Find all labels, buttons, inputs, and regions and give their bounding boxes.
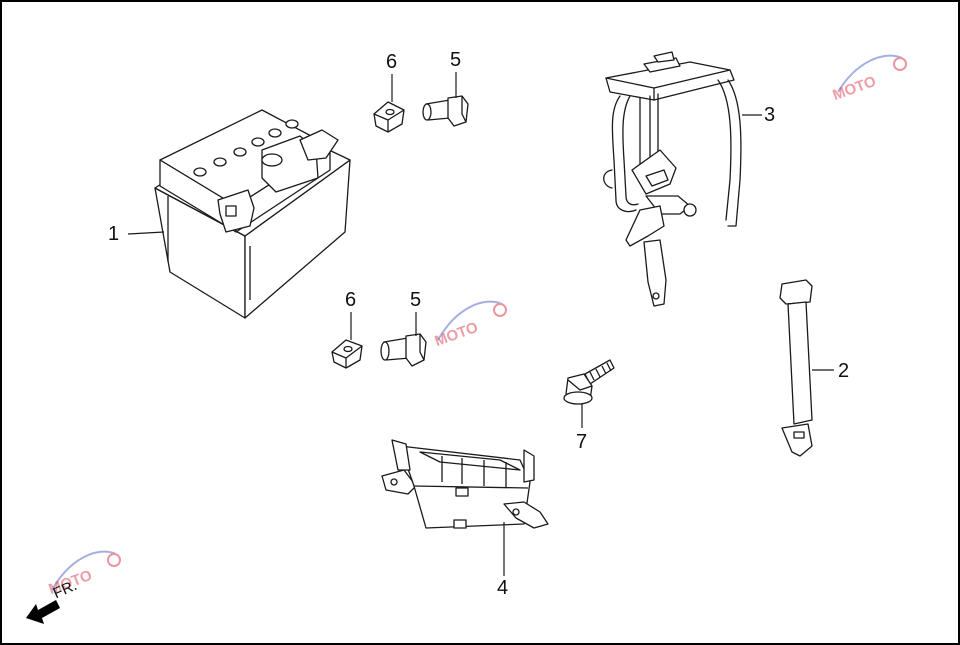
callout-6-upper: 6: [386, 51, 398, 73]
watermark-logo-2: [437, 300, 507, 341]
nut-part-lower: [331, 339, 363, 369]
callout-5-lower: 5: [410, 289, 422, 311]
bolt-part-lower: [380, 333, 427, 367]
callout-1: 1: [108, 223, 120, 245]
callout-3: 3: [764, 104, 776, 126]
front-direction-arrow-icon: [26, 600, 60, 624]
callout-7: 7: [576, 431, 588, 453]
watermark-logo-3: [51, 550, 121, 591]
battery-tray-part: [381, 439, 549, 529]
leader-lines: [127, 72, 834, 576]
battery-strap-part: [779, 279, 813, 457]
watermark-logo-1: [837, 54, 907, 93]
callout-2: 2: [838, 360, 850, 382]
nut-part-upper: [373, 101, 405, 133]
screw-part: [563, 359, 615, 405]
battery-holder-frame-part: [603, 51, 742, 307]
bolt-part-upper: [422, 95, 469, 127]
callout-4: 4: [497, 577, 509, 599]
callout-6-lower: 6: [345, 289, 357, 311]
callout-5-upper: 5: [450, 49, 462, 71]
battery-part: [154, 109, 351, 319]
